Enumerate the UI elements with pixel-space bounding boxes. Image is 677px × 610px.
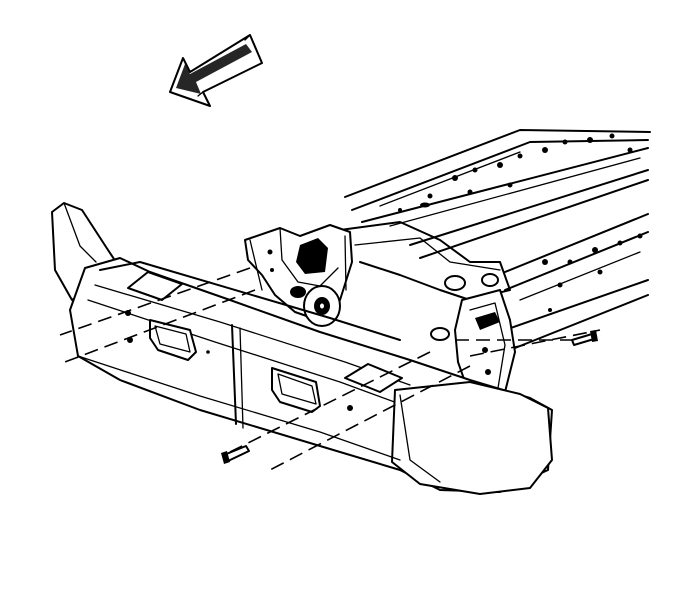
bolt-icon xyxy=(125,310,353,411)
bolt-icon xyxy=(221,445,250,464)
install-guide-lines xyxy=(59,267,601,471)
rail-holes xyxy=(542,233,643,312)
hitch-mount-icon xyxy=(244,224,353,327)
bumper-bar-icon xyxy=(51,202,553,495)
direction-arrow-icon xyxy=(169,34,263,107)
frame-rail-icon xyxy=(339,221,511,301)
bumper-bracket-icon xyxy=(430,289,516,397)
frame-rail-icon xyxy=(344,129,651,259)
rail-holes xyxy=(398,133,633,212)
frame-rail-icon xyxy=(504,213,649,351)
bolt-icon xyxy=(571,330,598,346)
